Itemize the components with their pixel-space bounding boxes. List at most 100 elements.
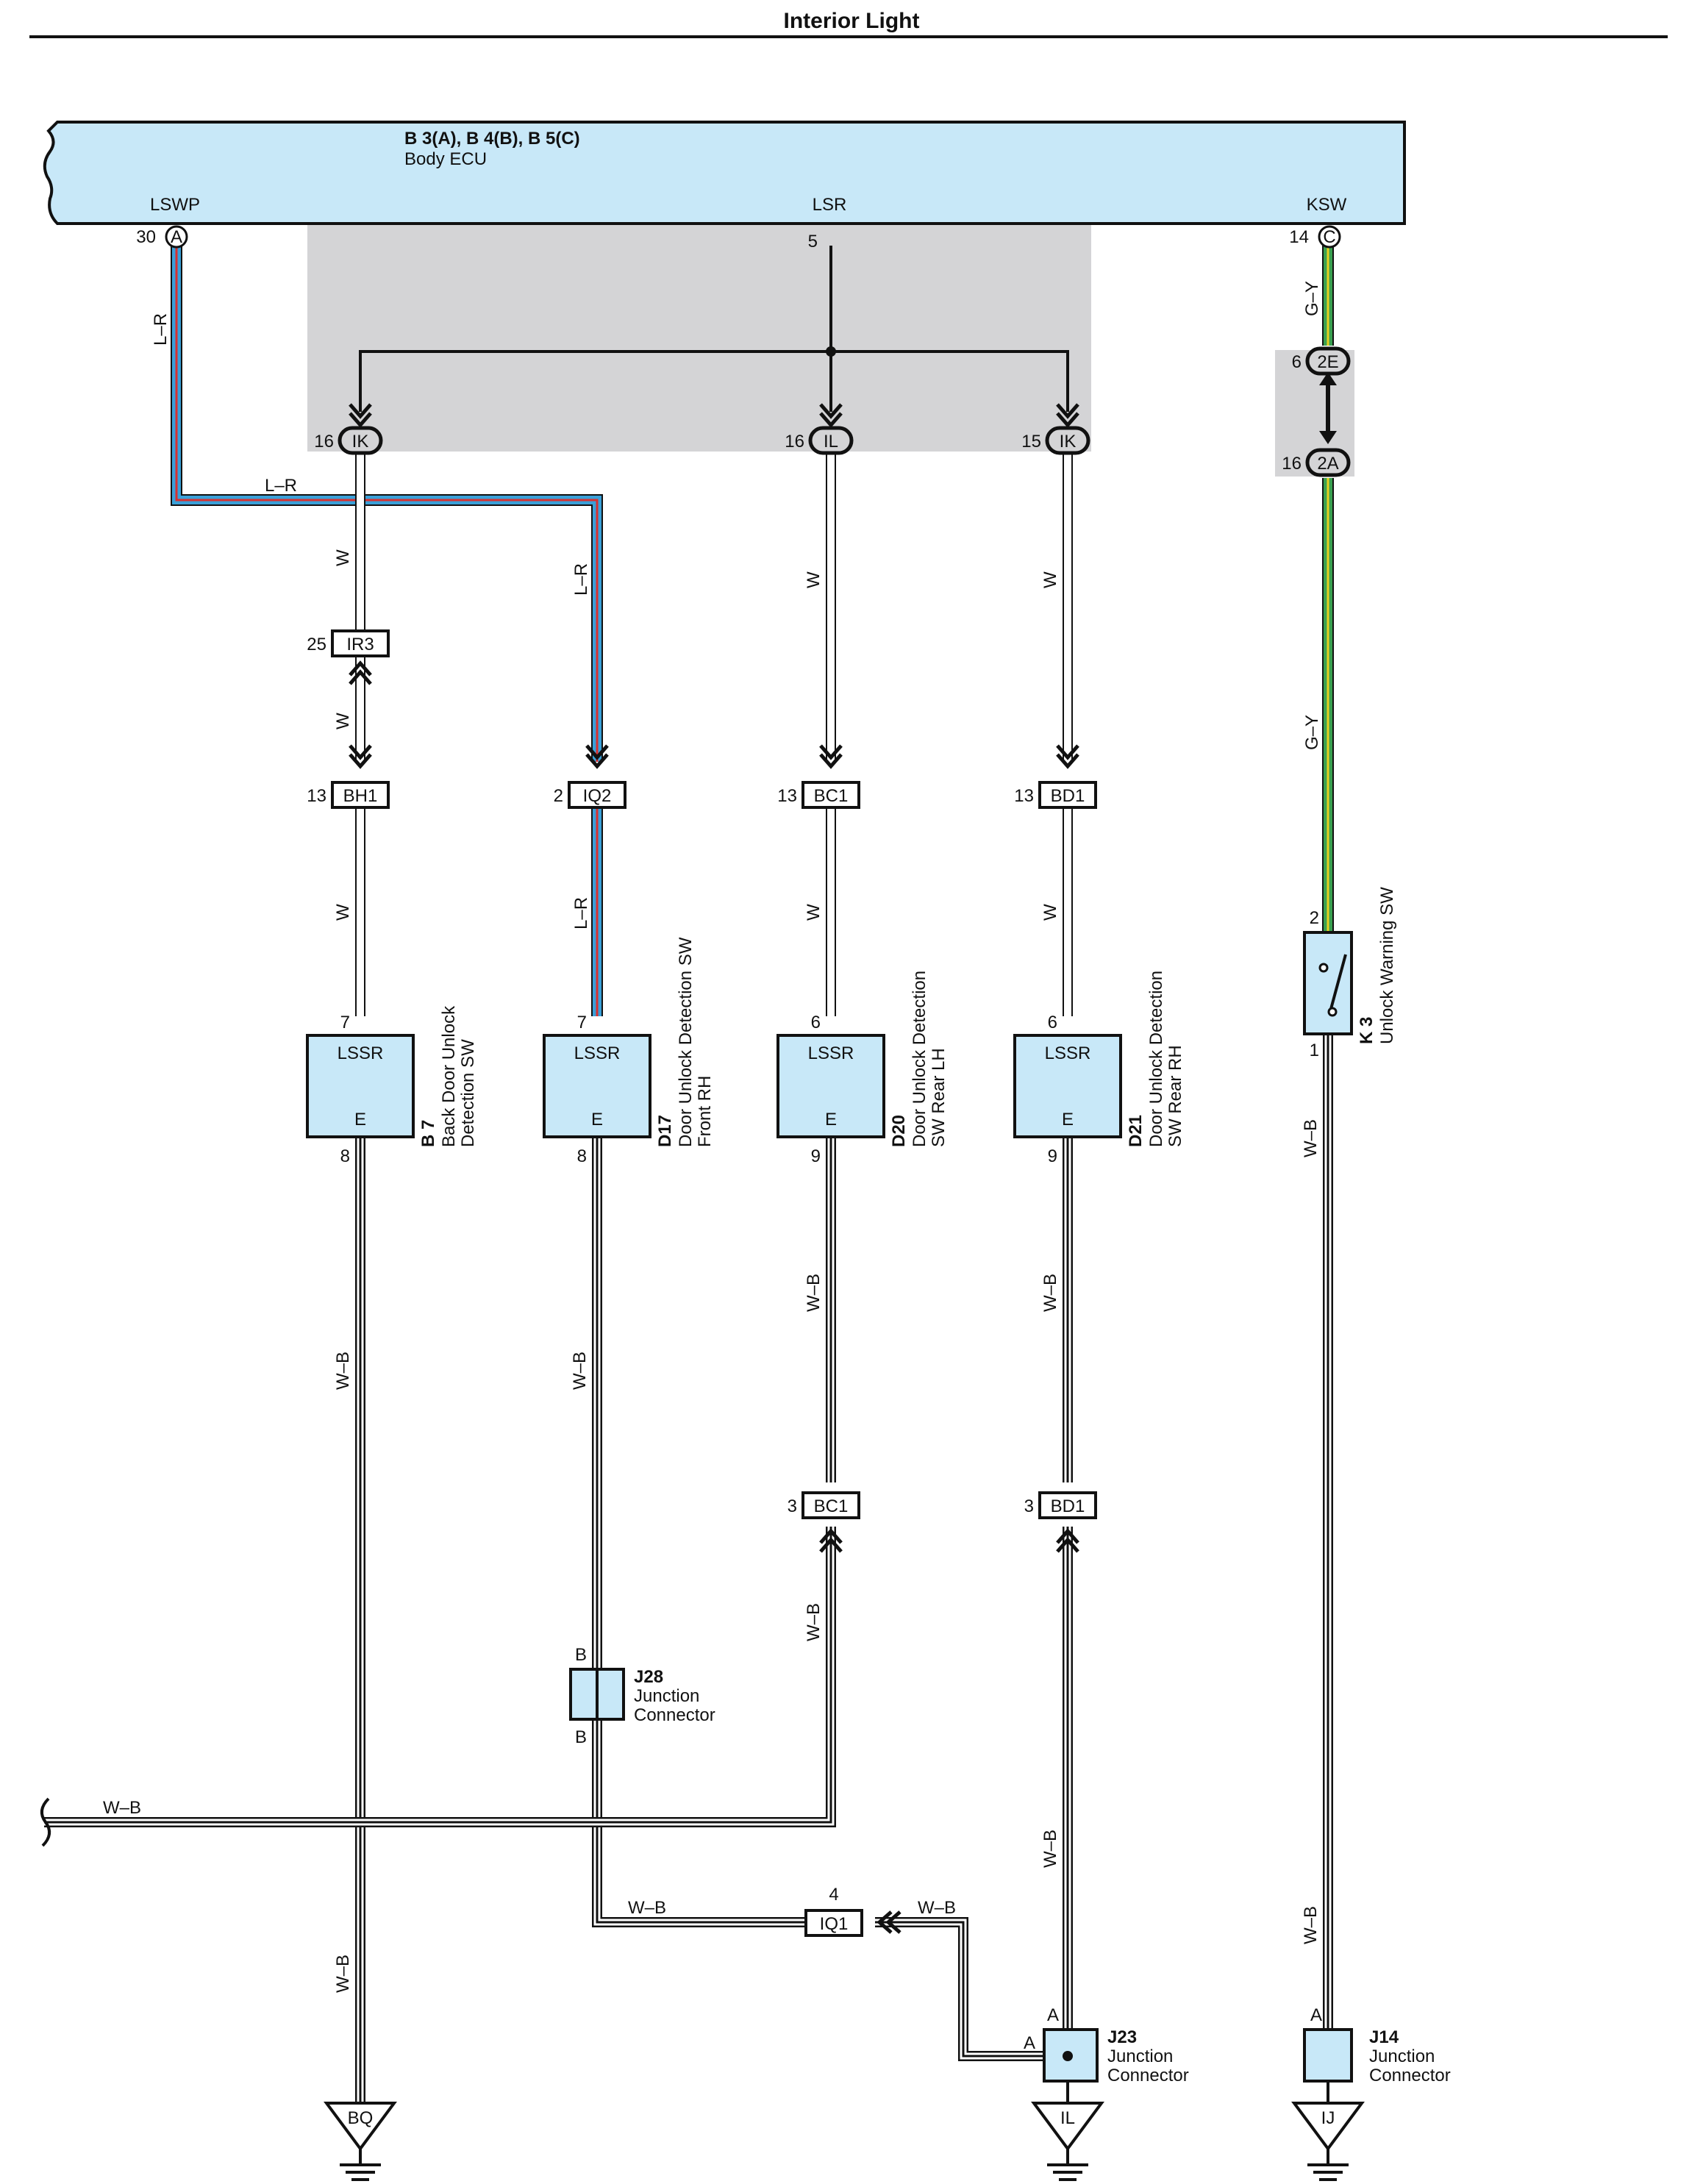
junction-j28-line2: Connector	[634, 1705, 715, 1725]
switch-contact-bottom	[1327, 1007, 1338, 1017]
component-d21-code: D21	[1126, 1115, 1146, 1147]
connector-il-16: IL 16	[785, 426, 854, 455]
component-d17-pin-top: 7	[577, 1013, 587, 1032]
junction-j23-line2: Connector	[1107, 2066, 1189, 2085]
junction-j28: B B J28 Junction Connector	[569, 1645, 715, 1747]
junction-j23-pin-left: A	[1024, 2033, 1035, 2053]
wire-label-wb-3: W–B	[570, 1352, 590, 1390]
ecu-name: Body ECU	[404, 149, 487, 169]
component-b7-pin-top: 7	[340, 1013, 350, 1032]
connector-ik-15: IK 15	[1021, 426, 1090, 455]
page-title: Interior Light	[784, 9, 920, 33]
component-d21-term-bottom: E	[1062, 1110, 1074, 1130]
ground-il	[1031, 2102, 1104, 2181]
shade-region-main	[307, 225, 1091, 452]
junction-j28-code: J28	[634, 1667, 663, 1687]
junction-j23-code: J23	[1107, 2027, 1137, 2047]
body-ecu: B 3(A), B 4(B), B 5(C) Body ECU LSWP LSR…	[43, 121, 1406, 225]
connector-iq1-name: IQ1	[820, 1914, 849, 1934]
wire-label-w-5: W	[804, 904, 824, 921]
connector-bd1-3-name: BD1	[1051, 1496, 1085, 1516]
component-d17: LSSR E 7 8 D17 Door Unlock Detection SW …	[543, 937, 715, 1166]
component-k3-code: K 3	[1357, 1017, 1377, 1044]
wire-label-lr-2: L–R	[265, 476, 297, 496]
switch-blade	[1329, 954, 1347, 1010]
connector-bc1-3-name: BC1	[814, 1496, 849, 1516]
arrow-up-2e	[1319, 372, 1337, 385]
wires-wb	[44, 1034, 1333, 2103]
junction-j14-line1: Junction	[1369, 2046, 1435, 2066]
connector-iq2-pin: 2	[554, 786, 563, 806]
component-k3-name: Unlock Warning SW	[1377, 887, 1397, 1044]
component-d17-name1: Door Unlock Detection SW	[676, 937, 696, 1147]
connector-iq1: IQ1 4	[804, 1885, 863, 1937]
junction-j28-pin-bottom: B	[575, 1727, 587, 1747]
connector-2a-pin: 16	[1282, 454, 1302, 474]
component-d20-pin-bottom: 9	[811, 1146, 821, 1166]
connector-bc1-13: BC1 13	[777, 781, 860, 809]
connector-iq2-name: IQ2	[583, 786, 612, 806]
connector-bh1-pin: 13	[307, 786, 326, 806]
wires-w	[355, 450, 1073, 1016]
component-d20-name1: Door Unlock Detection	[910, 971, 929, 1147]
connector-bc1-3-pin: 3	[788, 1496, 797, 1516]
wire-label-w-7: W	[1040, 904, 1060, 921]
wire-label-wb-5: W–B	[804, 1603, 824, 1641]
connector-ir3-name: IR3	[346, 635, 374, 654]
wire-label-lr-4: L–R	[571, 897, 591, 929]
junction-j23-pin-top: A	[1047, 2005, 1059, 2025]
component-b7-pin-bottom: 8	[340, 1146, 350, 1166]
connector-bd1-13-pin: 13	[1014, 786, 1034, 806]
component-k3-pin-top: 2	[1310, 908, 1319, 928]
junction-j23: A A J23 Junction Connector	[1024, 2005, 1189, 2085]
component-d20-term-bottom: E	[825, 1110, 837, 1130]
component-d17-term-bottom: E	[591, 1110, 603, 1130]
connector-il-16-pin: 16	[785, 432, 804, 452]
wire-lr	[171, 246, 603, 1016]
component-d17-name2: Front RH	[695, 1076, 715, 1147]
connector-2e: 2E 6	[1292, 346, 1351, 376]
connector-ik-15-name: IK	[1060, 432, 1077, 452]
wire-label-wb-2: W–B	[333, 1955, 353, 1993]
wire-label-w-4: W	[804, 571, 824, 588]
connector-iq1-pin: 4	[829, 1885, 838, 1905]
wire-label-wb-4: W–B	[804, 1274, 824, 1312]
junction-j14-line2: Connector	[1369, 2066, 1451, 2085]
connector-2e-name: 2E	[1317, 352, 1338, 372]
ground-bq	[324, 2102, 397, 2181]
component-b7-term-top: LSSR	[338, 1043, 384, 1063]
connector-ir3: IR3 25	[307, 629, 390, 657]
ecu-pin-ksw: C 14	[1289, 225, 1341, 249]
connector-ik-16-pin: 16	[314, 432, 334, 452]
component-b7-term-bottom: E	[354, 1110, 366, 1130]
wire-label-wb-9: W–B	[1301, 1906, 1321, 1944]
connector-bh1: BH1 13	[307, 781, 390, 809]
component-d21: LSSR E 6 9 D21 Door Unlock Detection SW …	[1013, 971, 1185, 1166]
connector-2e-pin: 6	[1292, 352, 1302, 372]
lsr-arrows	[349, 403, 1079, 428]
wire-label-wb-1: W–B	[333, 1352, 353, 1390]
ecu-pin-lswp-num: 30	[136, 227, 156, 247]
component-d21-pin-bottom: 9	[1048, 1146, 1057, 1166]
ecu-pin-lswp-conn: A	[171, 227, 182, 247]
connector-ik-16: IK 16	[314, 426, 383, 455]
lsr-bus	[359, 246, 1069, 412]
component-b7: LSSR E 7 8 B 7 Back Door Unlock Detectio…	[306, 1005, 478, 1166]
junction-j14: A J14 Junction Connector	[1303, 2005, 1451, 2085]
junction-j28-pin-top: B	[575, 1645, 587, 1665]
wire-label-wb-10: W–B	[103, 1798, 141, 1818]
component-b7-name2: Detection SW	[458, 1039, 478, 1147]
ecu-pin-lsr-num: 5	[808, 232, 818, 251]
wire-label-lr-3: L–R	[571, 563, 591, 596]
connector-ir3-pin: 25	[307, 635, 326, 654]
wire-label-w-6: W	[1040, 571, 1060, 588]
component-d20-code: D20	[889, 1115, 909, 1147]
component-d17-term-top: LSSR	[574, 1043, 621, 1063]
wire-label-lr-1: L–R	[151, 313, 171, 346]
component-d20-pin-top: 6	[811, 1013, 821, 1032]
wire-break-symbol	[40, 1797, 51, 1847]
wire-label-gy-1: G–Y	[1302, 281, 1322, 316]
wire-label-wb-11: W–B	[628, 1898, 666, 1918]
connector-bc1-3: BC1 3	[788, 1491, 860, 1519]
